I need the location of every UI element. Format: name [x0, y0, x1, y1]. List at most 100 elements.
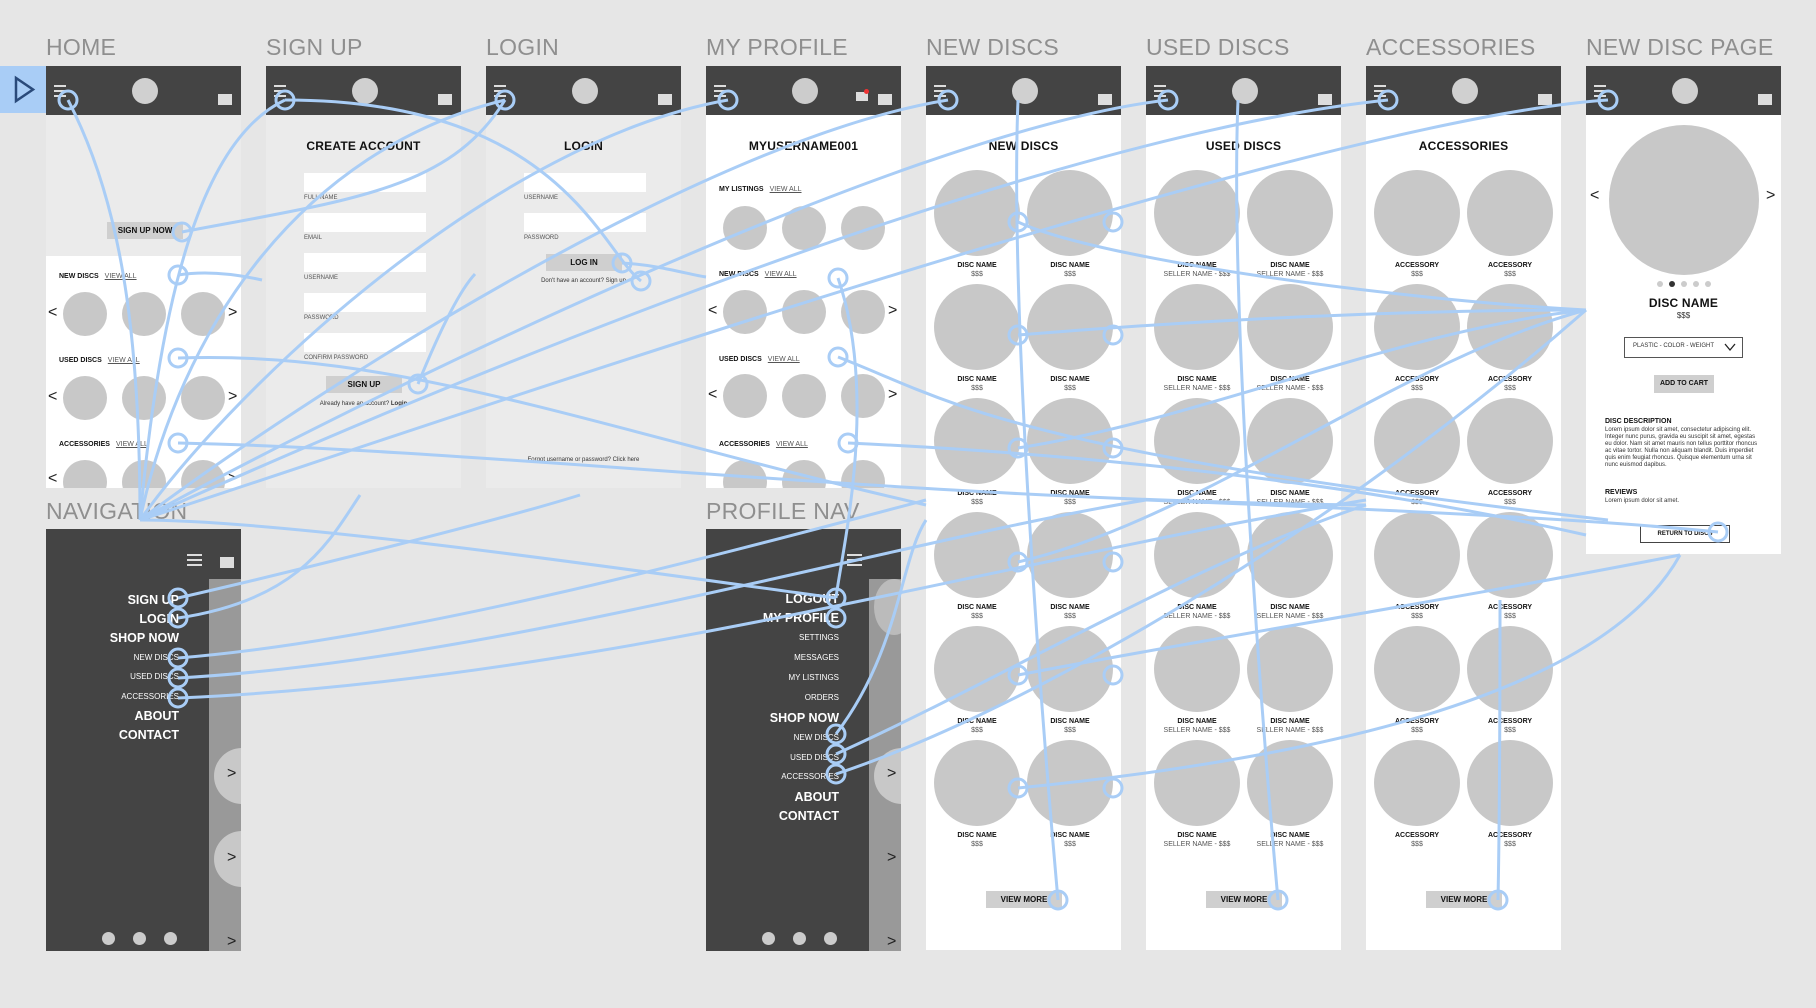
product-image[interactable] [934, 740, 1020, 826]
nav-used-discs[interactable]: USED DISCS [130, 672, 179, 681]
cart-icon[interactable] [1758, 94, 1772, 105]
chevron-left-icon[interactable]: < [708, 386, 718, 403]
confirm-password-field[interactable] [304, 333, 426, 352]
chevron-right-icon[interactable]: > [887, 849, 897, 866]
cart-icon[interactable] [218, 94, 232, 105]
cart-icon[interactable] [220, 557, 234, 568]
product-image[interactable] [934, 512, 1020, 598]
product-image[interactable] [1374, 284, 1460, 370]
product-label[interactable]: DISC NAME$$$ [1017, 717, 1121, 735]
product-image[interactable] [1374, 170, 1460, 256]
chevron-right-icon[interactable]: > [227, 933, 237, 950]
nav-my-listings[interactable]: MY LISTINGS [788, 673, 839, 682]
view-all-link[interactable]: VIEW ALL [769, 186, 802, 193]
product-label[interactable]: DISC NAME$$$ [926, 489, 1030, 507]
messages-icon[interactable] [856, 92, 868, 101]
pagination-dot[interactable] [133, 932, 146, 945]
no-account-link[interactable]: Don't have an account? Sign up [541, 278, 626, 284]
menu-icon[interactable] [934, 90, 946, 92]
product-label[interactable]: DISC NAME$$$ [926, 603, 1030, 621]
cart-icon[interactable] [1538, 94, 1552, 105]
chevron-left-icon[interactable]: < [1590, 187, 1600, 204]
product-label[interactable]: DISC NAME$$$ [1017, 261, 1121, 279]
forgot-password-link[interactable]: Forgot username or password? Click here [527, 457, 640, 463]
chevron-right-icon[interactable]: > [228, 388, 238, 405]
cart-icon[interactable] [1318, 94, 1332, 105]
chevron-right-icon[interactable]: > [227, 849, 237, 866]
product-image[interactable] [1154, 398, 1240, 484]
product-image[interactable] [1027, 398, 1113, 484]
product-label[interactable]: ACCESSORY$$$ [1366, 831, 1470, 849]
product-label[interactable]: ACCESSORY$$$ [1457, 375, 1561, 393]
menu-icon[interactable] [494, 90, 506, 92]
nav-accessories[interactable]: ACCESSORIES [781, 772, 839, 781]
chevron-left-icon[interactable]: < [708, 302, 718, 319]
login-link[interactable]: Login [390, 401, 408, 407]
chevron-left-icon[interactable]: < [48, 470, 58, 487]
product-label[interactable]: ACCESSORY$$$ [1366, 717, 1470, 735]
view-all-link[interactable]: VIEW ALL [767, 356, 800, 363]
pagination-dot[interactable] [824, 932, 837, 945]
product-image[interactable] [1247, 284, 1333, 370]
cart-icon[interactable] [878, 94, 892, 105]
product-image[interactable] [1027, 284, 1113, 370]
password-field[interactable] [304, 293, 426, 312]
product-image[interactable] [934, 170, 1020, 256]
sign-up-now-button[interactable]: SIGN UP NOW [107, 222, 183, 239]
nav-about[interactable]: ABOUT [134, 709, 179, 723]
email-field[interactable] [304, 213, 426, 232]
log-in-button[interactable]: LOG IN [546, 254, 622, 271]
product-label[interactable]: ACCESSORY$$$ [1457, 261, 1561, 279]
view-all-link[interactable]: VIEW ALL [115, 441, 148, 448]
nav-about[interactable]: ABOUT [794, 790, 839, 804]
nav-new-discs[interactable]: NEW DISCS [133, 653, 179, 662]
nav-contact[interactable]: CONTACT [118, 728, 179, 742]
menu-icon[interactable] [1374, 90, 1386, 92]
product-image[interactable] [1247, 740, 1333, 826]
product-image[interactable] [1467, 740, 1553, 826]
pagination-dot[interactable] [102, 932, 115, 945]
view-all-link[interactable]: VIEW ALL [104, 273, 137, 280]
cart-icon[interactable] [1098, 94, 1112, 105]
product-image[interactable] [1467, 398, 1553, 484]
cart-icon[interactable] [438, 94, 452, 105]
product-image[interactable] [1467, 284, 1553, 370]
product-label[interactable]: DISC NAME$$$ [1017, 831, 1121, 849]
nav-my-profile[interactable]: MY PROFILE [762, 611, 839, 625]
username-field[interactable] [524, 173, 646, 192]
sign-up-button[interactable]: SIGN UP [326, 376, 402, 393]
product-label[interactable]: DISC NAME$$$ [926, 717, 1030, 735]
product-label[interactable]: DISC NAME$$$ [1017, 489, 1121, 507]
product-label[interactable]: ACCESSORY$$$ [1366, 603, 1470, 621]
product-image[interactable] [1154, 170, 1240, 256]
product-label[interactable]: DISC NAME$$$ [926, 261, 1030, 279]
password-field[interactable] [524, 213, 646, 232]
product-label[interactable]: ACCESSORY$$$ [1366, 261, 1470, 279]
product-image[interactable] [1467, 626, 1553, 712]
product-image[interactable] [1374, 398, 1460, 484]
pagination-dot[interactable] [793, 932, 806, 945]
nav-sign-up[interactable]: SIGN UP [127, 593, 179, 607]
menu-icon[interactable] [847, 554, 862, 567]
product-image[interactable] [1027, 626, 1113, 712]
product-label[interactable]: ACCESSORY$$$ [1457, 603, 1561, 621]
pagination-dot[interactable] [1681, 281, 1687, 287]
pagination-dot[interactable] [164, 932, 177, 945]
return-to-discs-button[interactable]: RETURN TO DISCS [1640, 525, 1730, 543]
product-label[interactable]: ACCESSORY$$$ [1457, 831, 1561, 849]
product-image[interactable] [1154, 740, 1240, 826]
product-label[interactable]: DISC NAME$$$ [1017, 603, 1121, 621]
product-image[interactable] [1467, 170, 1553, 256]
product-image[interactable] [1027, 512, 1113, 598]
product-image[interactable] [1154, 284, 1240, 370]
product-image[interactable] [1374, 740, 1460, 826]
